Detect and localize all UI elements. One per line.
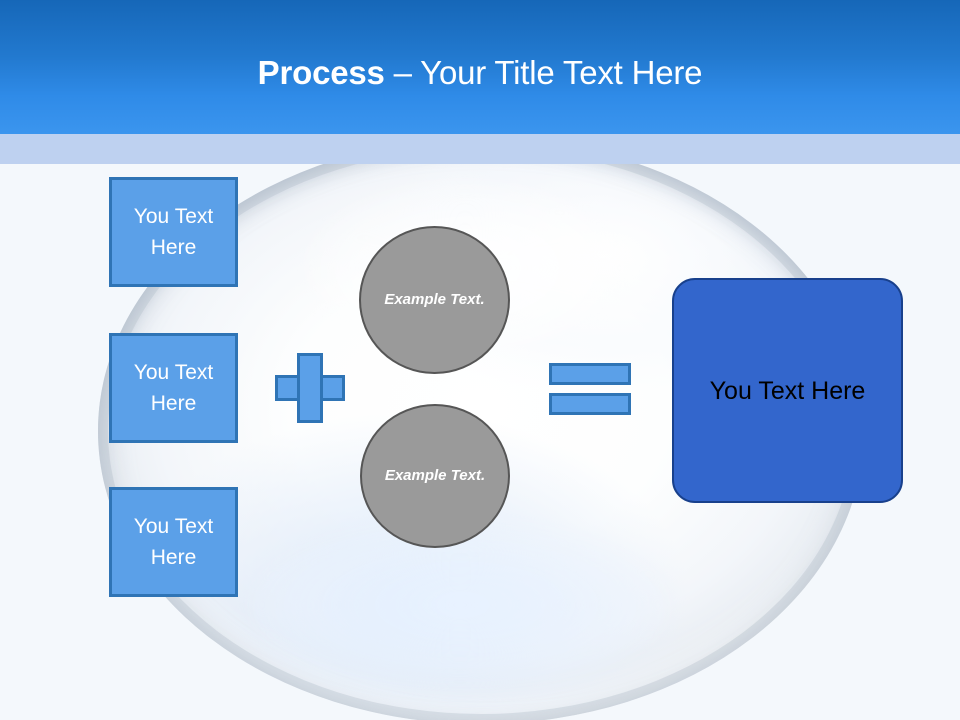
page-title-bold: Process [257,54,385,91]
equals-top-bar [549,363,631,385]
header-accent-band [0,134,960,164]
bubble-highlight-bottom [250,520,670,690]
header-band: Process – Your Title Text Here [0,0,960,134]
input-box-2[interactable]: You Text Here [109,333,238,443]
equals-bottom-bar [549,393,631,415]
plus-icon [275,353,345,423]
equals-icon [549,363,631,415]
result-box[interactable]: You Text Here [672,278,903,503]
plus-center-fill [300,378,320,398]
input-box-1[interactable]: You Text Here [109,177,238,287]
page-title: Process – Your Title Text Here [0,53,960,93]
example-circle-2[interactable]: Example Text. [360,404,510,548]
page-title-rest: – Your Title Text Here [384,54,703,91]
input-box-3[interactable]: You Text Here [109,487,238,597]
example-circle-1[interactable]: Example Text. [359,226,510,374]
